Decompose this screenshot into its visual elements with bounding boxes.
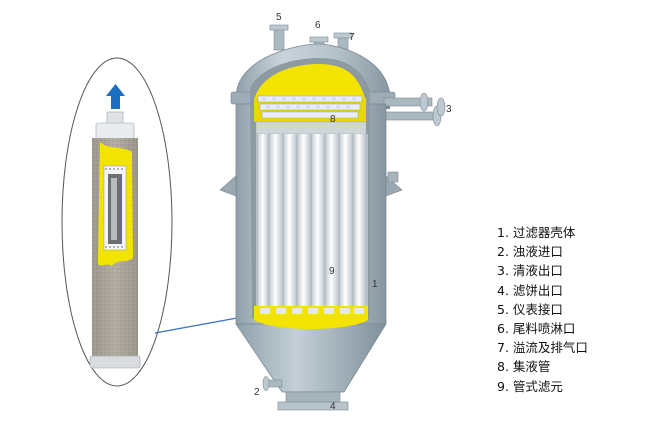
legend-item-6: 6. 尾料喷淋口 — [497, 321, 576, 337]
callout-4: 4 — [330, 401, 336, 412]
callout-1: 1 — [372, 279, 378, 290]
legend-item-9: 9. 管式滤元 — [497, 378, 563, 394]
filter-element-detail — [89, 111, 141, 369]
callout-2: 2 — [254, 387, 260, 398]
legend-list: 1. 过滤器壳体 2. 浊液进口 3. 清液出口 4. 滤饼出口 5. 仪表接口… — [497, 223, 588, 396]
collector-pipe-8 — [255, 121, 367, 135]
nozzle-2 — [262, 376, 283, 391]
legend-item-4: 4. 滤饼出口 — [497, 282, 563, 298]
callout-6: 6 — [315, 20, 321, 31]
filter-vessel — [219, 24, 446, 411]
callout-5: 5 — [276, 12, 282, 23]
perforations — [105, 168, 123, 248]
callout-numbers: 1 2 3 4 5 6 7 8 9 — [254, 12, 452, 412]
legend-item-8: 8. 集液管 — [497, 359, 551, 375]
up-arrow-icon — [106, 84, 125, 109]
legend-item-5: 5. 仪表接口 — [497, 301, 563, 317]
nozzle-3 — [383, 92, 446, 127]
leader-line — [154, 315, 249, 334]
vessel-cone — [235, 323, 387, 393]
detail-callout — [61, 57, 249, 387]
filter-tubes — [256, 134, 368, 310]
tube-sheet — [254, 95, 366, 122]
callout-3: 3 — [446, 104, 452, 115]
legend-item-2: 2. 浊液进口 — [497, 244, 563, 260]
legend-item-7: 7. 溢流及排气口 — [497, 340, 588, 356]
legend-item-3: 3. 清液出口 — [497, 263, 563, 279]
nozzle-5 — [273, 27, 285, 51]
legend-item-1: 1. 过滤器壳体 — [497, 225, 576, 240]
callout-7: 7 — [349, 32, 355, 43]
callout-9: 9 — [329, 266, 335, 277]
callout-8: 8 — [330, 114, 336, 125]
